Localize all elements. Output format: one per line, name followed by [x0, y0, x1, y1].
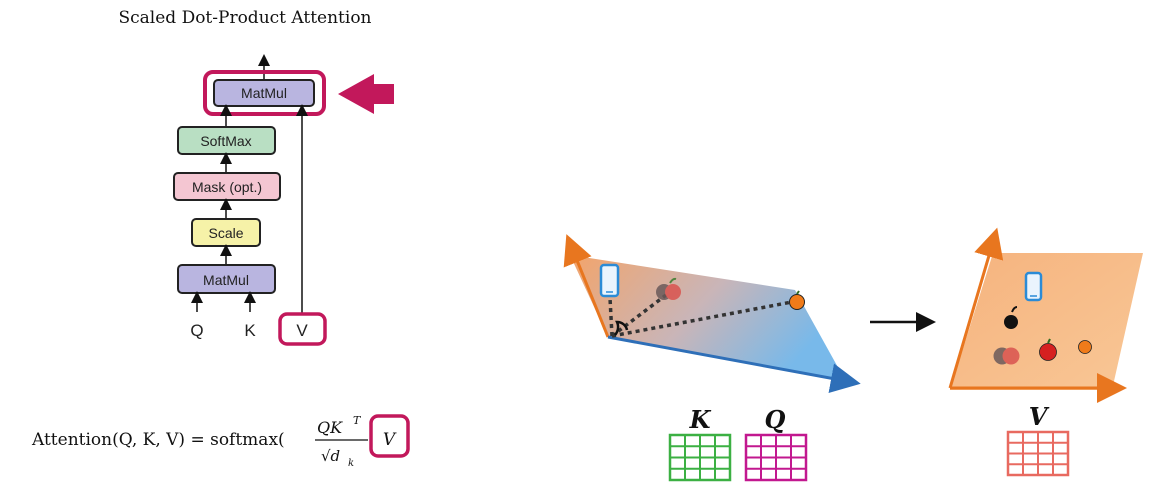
- matmul-highlight-box: [203, 70, 326, 116]
- input-v-label: V: [296, 321, 308, 340]
- formula-denominator: √d: [321, 447, 340, 465]
- k-matrix-grid: [668, 433, 732, 482]
- phone-icon-right: [1024, 271, 1043, 302]
- matmul-top-label: MatMul: [241, 85, 287, 101]
- input-q-label: Q: [190, 321, 203, 340]
- axis-orange-left: [563, 234, 610, 338]
- apple-logo-icon: [1004, 306, 1018, 329]
- orange-icon-right: [1078, 340, 1092, 354]
- formula-numerator-sup: T: [353, 414, 362, 427]
- q-matrix-grid: [744, 433, 808, 482]
- apple-blend-icon-right: [993, 347, 1020, 365]
- formula-numerator: QK: [317, 418, 343, 437]
- embedding-plane-right: [950, 253, 1143, 390]
- matmul-bottom-block: [177, 264, 276, 294]
- axis-orange-right: [948, 227, 1004, 389]
- formula-v: V: [383, 430, 397, 450]
- pointer-arrow-icon: [338, 74, 394, 114]
- apple-blend-icon: [656, 277, 681, 300]
- diagram-title: Scaled Dot-Product Attention: [118, 8, 371, 28]
- v-input-highlight: [278, 312, 327, 346]
- similarity-line-apple: [610, 293, 668, 338]
- similarity-line-orange: [611, 300, 793, 338]
- formula-v-highlight: [369, 414, 410, 458]
- v-matrix-grid: [1006, 430, 1070, 477]
- formula-lhs: Attention(Q, K, V) = softmax(: [31, 430, 285, 450]
- scale-label: Scale: [208, 225, 243, 241]
- orange-icon: [789, 290, 805, 310]
- phone-icon: [599, 263, 620, 298]
- matmul-top-block: [213, 79, 315, 107]
- input-k-label: K: [244, 321, 256, 340]
- matmul-bottom-label: MatMul: [203, 272, 249, 288]
- mask-label: Mask (opt.): [192, 179, 262, 195]
- angle-arc: [613, 320, 629, 336]
- axis-blue-left: [607, 335, 861, 394]
- similarity-line-phone: [608, 297, 614, 337]
- red-apple-icon: [1039, 338, 1057, 361]
- matrix-q-label: Q: [765, 405, 786, 434]
- formula-denominator-sub: k: [348, 458, 354, 469]
- softmax-label: SoftMax: [200, 133, 251, 149]
- matrix-k-label: K: [689, 405, 712, 434]
- matrix-v-label: V: [1029, 402, 1050, 431]
